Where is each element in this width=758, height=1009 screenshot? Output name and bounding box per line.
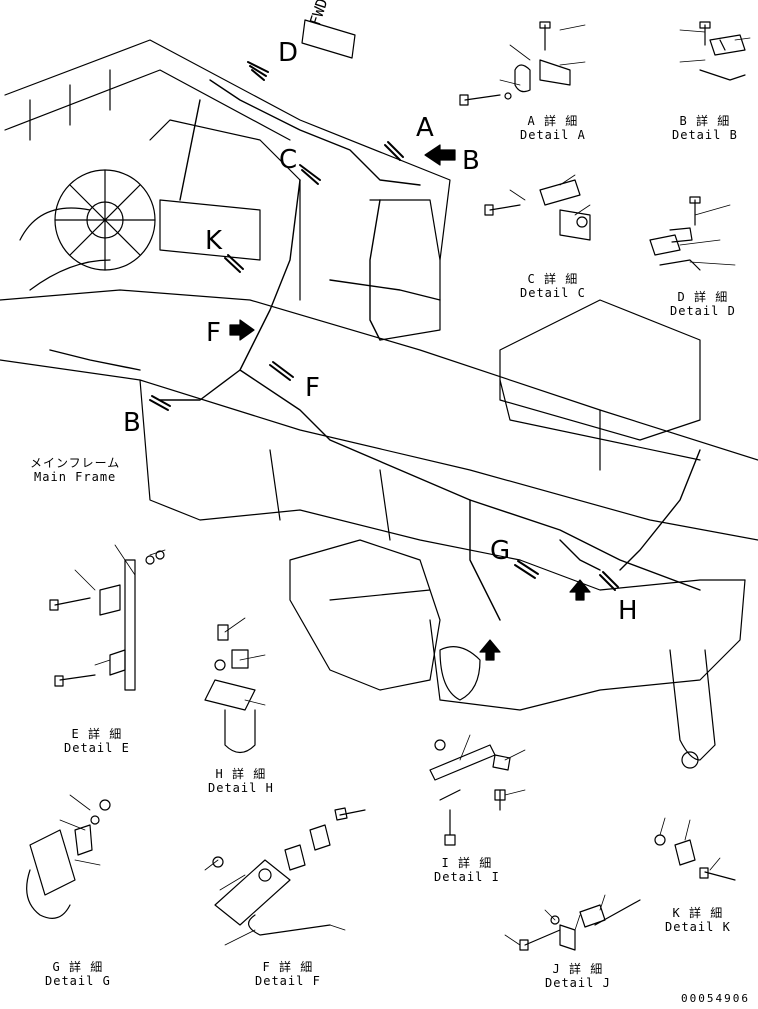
detail-d-sketch	[649, 196, 701, 271]
hatched-arrows	[149, 61, 619, 591]
detail-e-sketch	[49, 550, 165, 691]
callout-f-left: F	[206, 318, 221, 348]
drawing-code: 00054906	[681, 992, 750, 1005]
callout-b-top: B	[462, 146, 480, 176]
callout-k: K	[205, 226, 223, 256]
wiring-harness-drawing	[49, 79, 701, 621]
callout-c: C	[279, 145, 298, 175]
callout-g: G	[490, 536, 511, 566]
detail-j-sketch	[519, 899, 641, 951]
detail-b-sketch	[699, 21, 746, 81]
detail-k-sketch	[654, 834, 736, 881]
arrow-icon	[229, 319, 255, 341]
detail-h-sketch	[204, 624, 256, 754]
leader-lines	[59, 24, 751, 946]
arrow-icon	[424, 144, 456, 166]
callout-d: D	[278, 38, 299, 68]
callout-f-mid: F	[305, 373, 320, 403]
detail-a-sketch	[459, 21, 571, 106]
callout-h: H	[618, 596, 638, 626]
callout-a: A	[416, 113, 434, 143]
detail-i-sketch	[429, 739, 511, 846]
callout-b-left: B	[123, 408, 141, 438]
main-frame-drawing	[0, 39, 758, 769]
engine-fan-drawing	[19, 169, 156, 291]
arrow-icon	[569, 579, 591, 601]
detail-c-sketch	[484, 179, 591, 241]
fwd-sign-box	[301, 19, 356, 59]
detail-f-sketch	[212, 807, 366, 936]
detail-g-sketch	[26, 799, 111, 919]
arrow-icon	[479, 639, 501, 661]
callout-arrows	[229, 144, 591, 661]
